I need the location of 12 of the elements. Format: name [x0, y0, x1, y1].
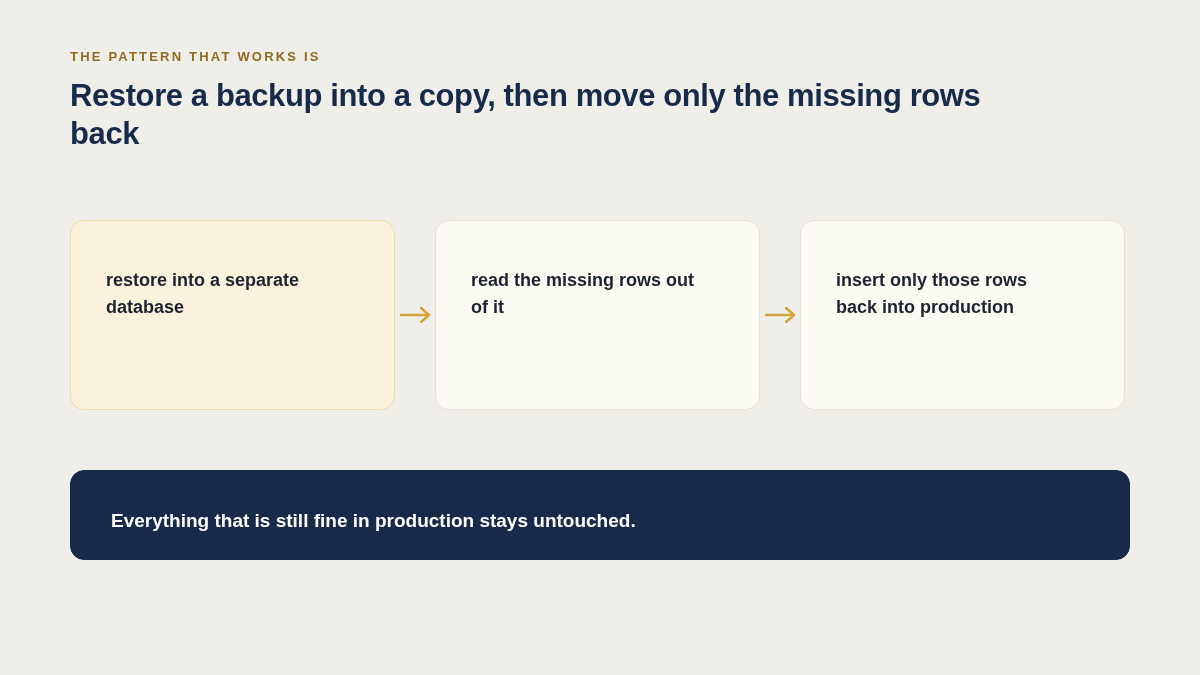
eyebrow-text: THE PATTERN THAT WORKS IS — [70, 49, 321, 64]
step-text: read the missing rows out of it — [471, 269, 696, 319]
arrow — [764, 306, 796, 324]
step-card — [435, 220, 760, 410]
summary-banner — [70, 470, 1130, 560]
step-text: insert only those rows back into production — [836, 269, 1029, 319]
step-card — [800, 220, 1125, 410]
banner-text: Everything that is still fine in production stays untouched. — [111, 509, 636, 533]
step-text: restore into a separate database — [106, 269, 301, 319]
slide-title: Restore a backup into a copy, then move only the missing rows back — [70, 77, 982, 153]
arrow — [399, 306, 431, 324]
step-card — [70, 220, 395, 410]
